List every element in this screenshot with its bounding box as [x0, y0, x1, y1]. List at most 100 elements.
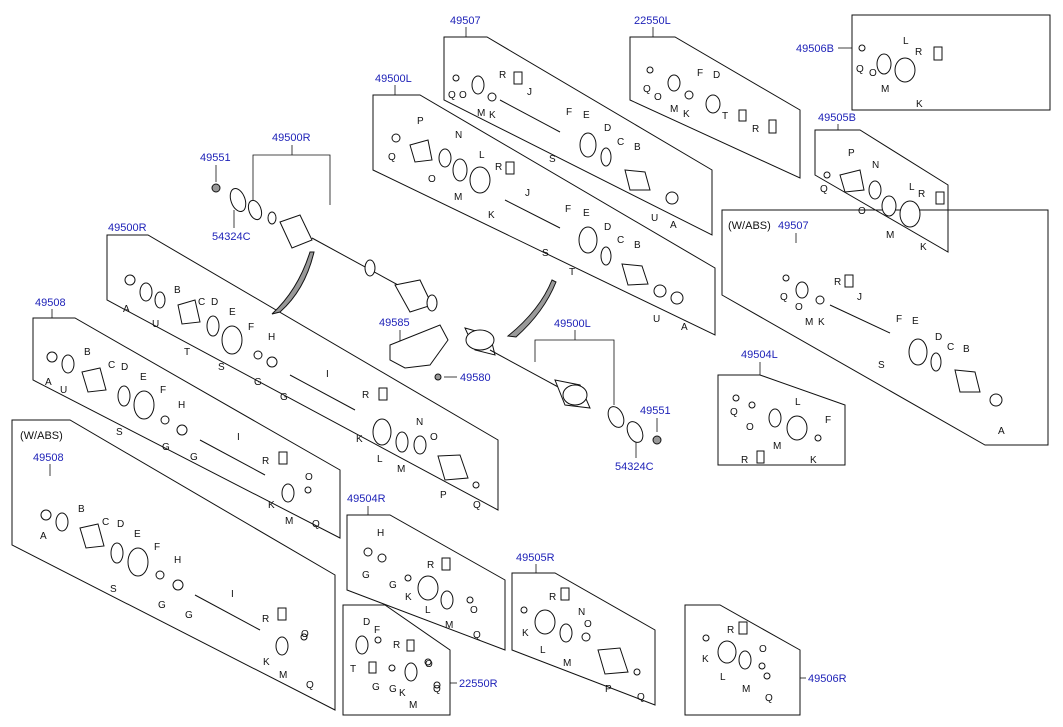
callout-letter-h: H: [377, 528, 384, 539]
box-abs-49507: [721, 209, 1049, 446]
callout-letter-o: O: [470, 605, 478, 616]
part-number-49504R[interactable]: 49504R: [347, 493, 386, 505]
callout-letter-q: Q: [765, 693, 773, 704]
part-number-49585[interactable]: 49585: [379, 317, 410, 329]
part-number-54324C-right[interactable]: 54324C: [615, 461, 654, 473]
callout-letter-u: U: [60, 385, 67, 396]
abs-note-left: (W/ABS): [20, 430, 63, 442]
callout-letter-c: C: [198, 297, 205, 308]
callout-letter-b: B: [634, 240, 641, 251]
callout-letter-k: K: [405, 592, 412, 603]
callout-letter-u: U: [651, 213, 658, 224]
callout-letter-o: O: [430, 432, 438, 443]
box-49504R: [346, 514, 506, 651]
callout-letter-g: G: [389, 684, 397, 695]
callout-letter-i: I: [326, 369, 329, 380]
callout-letter-c: C: [617, 137, 624, 148]
callout-letter-a: A: [45, 377, 52, 388]
bracket-49585: [389, 324, 449, 381]
callout-letter-r: R: [362, 390, 369, 401]
box-22550R: [342, 604, 451, 716]
callout-letter-t: T: [722, 111, 728, 122]
part-number-49500L-top[interactable]: 49500L: [375, 73, 412, 85]
parts-49505R: [520, 587, 641, 676]
part-number-49507-abs[interactable]: 49507: [778, 220, 809, 232]
callout-letter-h: H: [178, 400, 185, 411]
callout-letter-k: K: [268, 500, 275, 511]
callout-letter-f: F: [248, 322, 254, 333]
callout-letter-m: M: [285, 516, 293, 527]
part-number-49500R-top[interactable]: 49500R: [272, 132, 311, 144]
callout-letter-g: G: [190, 452, 198, 463]
callout-letter-b: B: [963, 344, 970, 355]
callout-letter-k: K: [399, 688, 406, 699]
callout-letter-k: K: [916, 99, 923, 110]
callout-letter-l: L: [479, 150, 485, 161]
callout-letter-o: O: [301, 629, 309, 640]
part-number-49500R-box[interactable]: 49500R: [108, 222, 147, 234]
part-number-49505B[interactable]: 49505B: [818, 112, 856, 124]
callout-letter-r: R: [495, 162, 502, 173]
part-number-49505R[interactable]: 49505R: [516, 552, 555, 564]
callout-letter-l: L: [909, 182, 915, 193]
drive-shaft-49500L-assembly: [464, 279, 662, 445]
callout-letter-q: Q: [448, 90, 456, 101]
callout-letter-g: G: [280, 392, 288, 403]
callout-letter-l: L: [425, 605, 431, 616]
callout-letter-q: Q: [473, 500, 481, 511]
part-number-49580[interactable]: 49580: [460, 372, 491, 384]
part-number-49508-abs[interactable]: 49508: [33, 452, 64, 464]
callout-letter-n: N: [872, 160, 879, 171]
part-number-49508-top[interactable]: 49508: [35, 297, 66, 309]
callout-letter-f: F: [896, 314, 902, 325]
callout-letter-f: F: [160, 385, 166, 396]
callout-letter-k: K: [488, 210, 495, 221]
part-number-22550L[interactable]: 22550L: [634, 15, 671, 27]
callout-letter-d: D: [363, 617, 370, 628]
callout-letter-r: R: [393, 640, 400, 651]
callout-letter-n: N: [578, 607, 585, 618]
callout-letter-k: K: [489, 110, 496, 121]
part-number-54324C-left[interactable]: 54324C: [212, 231, 251, 243]
callout-letter-r: R: [549, 592, 556, 603]
callout-letter-s: S: [542, 248, 549, 259]
part-number-49504L[interactable]: 49504L: [741, 349, 778, 361]
callout-letter-m: M: [886, 230, 894, 241]
part-number-22550R[interactable]: 22550R: [459, 678, 498, 690]
callout-letter-q: Q: [730, 407, 738, 418]
box-22550L: [629, 36, 801, 179]
part-number-49506B[interactable]: 49506B: [796, 43, 834, 55]
callout-letter-l: L: [377, 454, 383, 465]
callout-letter-f: F: [565, 204, 571, 215]
callout-letter-q: Q: [306, 680, 314, 691]
callout-letter-m: M: [454, 192, 462, 203]
callout-letter-o: O: [425, 659, 433, 670]
callout-letter-k: K: [522, 628, 529, 639]
callout-letter-r: R: [499, 70, 506, 81]
part-number-49506R[interactable]: 49506R: [808, 673, 847, 685]
callout-letter-c: C: [617, 235, 624, 246]
callout-letter-h: H: [174, 555, 181, 566]
part-number-49500L-mid[interactable]: 49500L: [554, 318, 591, 330]
part-number-49551-right[interactable]: 49551: [640, 405, 671, 417]
box-49500L: [372, 94, 716, 336]
box-abs-49508: [11, 419, 336, 711]
part-number-49507-top[interactable]: 49507: [450, 15, 481, 27]
drive-shaft-49500R-assembly: [211, 183, 438, 315]
callout-letter-q: Q: [388, 152, 396, 163]
callout-letter-d: D: [713, 70, 720, 81]
callout-letter-o: O: [869, 68, 877, 79]
callout-letter-l: L: [540, 645, 546, 656]
callout-letter-r: R: [262, 456, 269, 467]
parts-49504R: [363, 547, 474, 610]
callout-letter-g: G: [372, 682, 380, 693]
callout-letter-e: E: [229, 307, 236, 318]
callout-letter-r: R: [834, 277, 841, 288]
callout-letter-d: D: [604, 222, 611, 233]
callout-letter-l: L: [795, 397, 801, 408]
callout-letter-s: S: [549, 154, 556, 165]
callout-letter-m: M: [742, 684, 750, 695]
part-number-49551-left[interactable]: 49551: [200, 152, 231, 164]
box-49507-top: [443, 36, 713, 236]
callout-letter-f: F: [374, 625, 380, 636]
